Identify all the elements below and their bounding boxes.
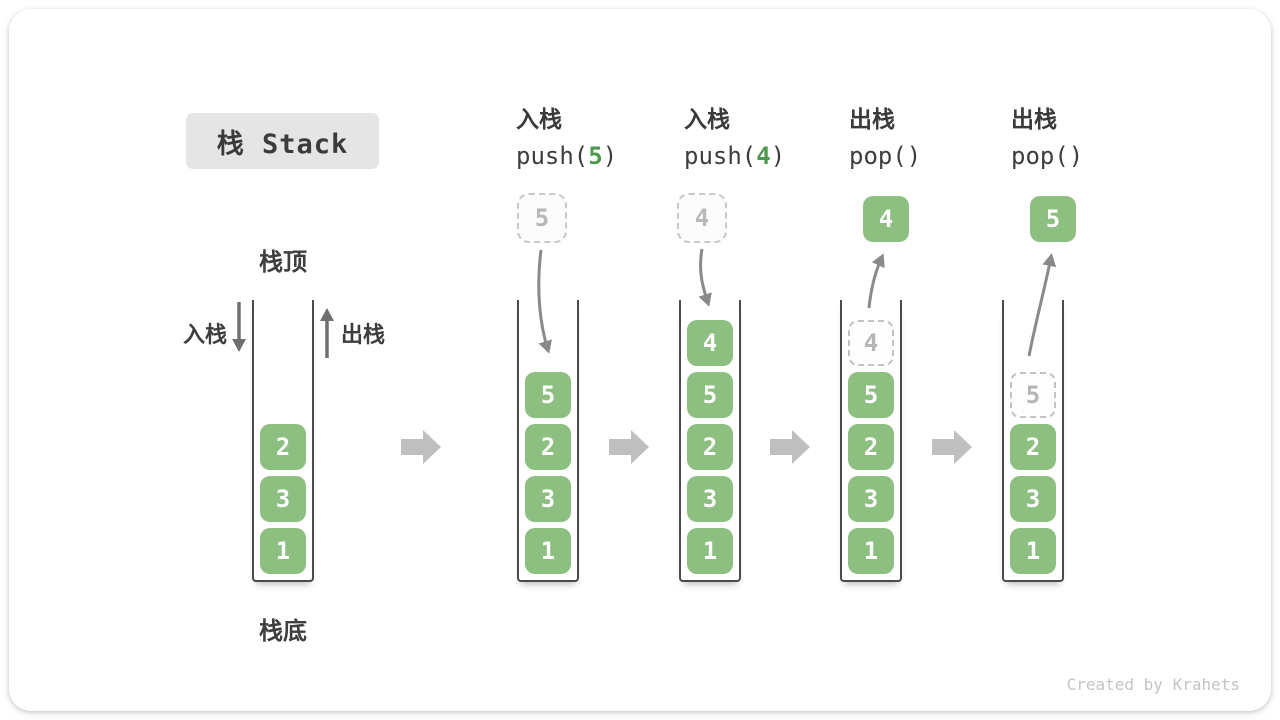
op-header-push4: 入栈 push(4) — [684, 104, 844, 171]
op-code: push(4) — [684, 141, 844, 171]
stack-element: 5 — [687, 372, 733, 418]
stack-bottom-label: 栈底 — [259, 618, 307, 645]
op-code: pop() — [849, 141, 1009, 171]
code-fn: pop( — [849, 142, 907, 170]
stack-element: 1 — [1010, 528, 1056, 574]
stack-element: 2 — [848, 424, 894, 470]
stack-element: 2 — [260, 424, 306, 470]
op-name: 出栈 — [1011, 106, 1057, 132]
stack-element: 3 — [1010, 476, 1056, 522]
op-header-pop1: 出栈 pop() — [849, 104, 1009, 171]
stack-element: 5 — [848, 372, 894, 418]
diagram-title: 栈 Stack — [186, 113, 379, 169]
push-side-label: 入栈 — [182, 322, 227, 347]
stack-element: 1 — [687, 528, 733, 574]
stack-element: 5 — [525, 372, 571, 418]
stack-element: 1 — [525, 528, 571, 574]
op-header-pop2: 出栈 pop() — [1011, 104, 1171, 171]
popped-value-box: 4 — [863, 196, 909, 242]
stack-element: 1 — [260, 528, 306, 574]
op-header-push5: 入栈 push(5) — [516, 104, 676, 171]
stack-element: 2 — [687, 424, 733, 470]
op-name: 出栈 — [849, 106, 895, 132]
stack-element-ghost: 4 — [848, 320, 894, 366]
stack-element: 3 — [687, 476, 733, 522]
next-state-arrow-icon — [770, 430, 810, 464]
incoming-value-box: 5 — [517, 193, 567, 243]
stack-element-ghost: 5 — [1010, 372, 1056, 418]
op-name: 入栈 — [684, 106, 730, 132]
stack-top-label: 栈顶 — [259, 249, 307, 276]
stack-element: 3 — [848, 476, 894, 522]
stack-element: 1 — [848, 528, 894, 574]
code-close: ) — [1068, 142, 1084, 170]
next-state-arrow-icon — [401, 430, 441, 464]
op-code: pop() — [1011, 141, 1171, 171]
code-close: ) — [770, 142, 786, 170]
incoming-value-box: 4 — [677, 193, 727, 243]
next-state-arrow-icon — [609, 430, 649, 464]
op-code: push(5) — [516, 141, 676, 171]
stack-element: 2 — [525, 424, 571, 470]
code-close: ) — [906, 142, 922, 170]
code-fn: pop( — [1011, 142, 1069, 170]
code-fn: push( — [516, 142, 589, 170]
stack-element: 4 — [687, 320, 733, 366]
code-close: ) — [602, 142, 618, 170]
stack-element: 3 — [525, 476, 571, 522]
next-state-arrow-icon — [932, 430, 972, 464]
watermark: Created by Krahets — [1066, 675, 1240, 694]
stack-element: 3 — [260, 476, 306, 522]
pop-side-label: 出栈 — [341, 322, 386, 347]
op-name: 入栈 — [516, 106, 562, 132]
code-arg: 5 — [588, 142, 603, 170]
code-fn: push( — [684, 142, 757, 170]
popped-value-box: 5 — [1030, 196, 1076, 242]
stack-element: 2 — [1010, 424, 1056, 470]
code-arg: 4 — [756, 142, 771, 170]
